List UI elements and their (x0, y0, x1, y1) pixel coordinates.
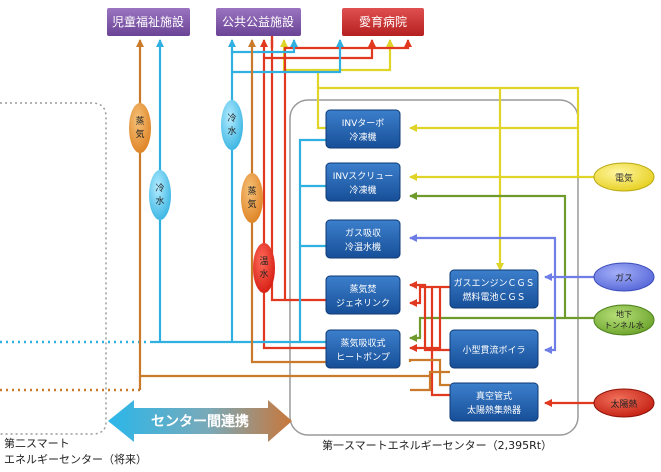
center2-label-line2: エネルギーセンター（将来） (4, 453, 147, 466)
equip-inv-turbo: INVターボ 冷凍機 (325, 109, 401, 149)
svg-text:冷凍機: 冷凍機 (349, 131, 376, 143)
svg-text:蒸: 蒸 (135, 115, 144, 127)
source-gas: ガス (593, 262, 655, 292)
equip-steam-genelink: 蒸気焚 ジェネリンク (325, 275, 401, 315)
svg-text:トンネル水: トンネル水 (604, 320, 644, 330)
source-solar-heat: 太陽熱 (593, 388, 655, 418)
svg-text:センター間連携: センター間連携 (151, 413, 249, 430)
svg-text:蒸気吸収式: 蒸気吸収式 (340, 337, 385, 349)
svg-text:真空管式: 真空管式 (476, 390, 512, 402)
facility-hospital: 愛育病院 (342, 8, 424, 36)
svg-text:蒸気焚: 蒸気焚 (349, 283, 376, 295)
center2-frame (0, 102, 107, 435)
svg-text:小型貫流ボイラ: 小型貫流ボイラ (462, 344, 525, 356)
svg-text:水: 水 (259, 268, 268, 280)
svg-text:水: 水 (227, 125, 236, 137)
svg-text:ガス吸収: ガス吸収 (345, 227, 381, 239)
svg-text:ガス: ガス (615, 273, 633, 284)
facility-public: 公共公益施設 (216, 8, 301, 36)
label-steam-left: 蒸 気 (129, 103, 151, 153)
svg-text:蒸: 蒸 (247, 185, 256, 197)
svg-text:冷: 冷 (227, 112, 236, 124)
facility-children-label: 児童福祉施設 (112, 14, 184, 29)
tunnel-water-lines (409, 192, 610, 342)
center1-frame (289, 99, 579, 436)
label-cold-mid: 冷 水 (221, 100, 243, 150)
svg-text:INVターボ: INVターボ (342, 118, 385, 129)
svg-text:冷: 冷 (155, 182, 164, 194)
svg-text:気: 気 (135, 128, 144, 140)
center-link-banner: センター間連携 (108, 400, 292, 442)
svg-text:電気: 電気 (615, 172, 633, 184)
equip-steam-heatpump: 蒸気吸収式 ヒートポンプ (325, 329, 401, 369)
svg-text:ジェネリンク: ジェネリンク (336, 298, 390, 309)
source-electricity: 電気 (593, 162, 655, 192)
label-cold-left: 冷 水 (149, 170, 171, 220)
svg-text:太陽熱集熱器: 太陽熱集熱器 (467, 404, 521, 416)
equip-boiler: 小型貫流ボイラ (449, 329, 539, 369)
svg-text:冷温水機: 冷温水機 (345, 241, 381, 253)
center2-label-line1: 第二スマート (4, 436, 70, 450)
equip-inv-screw: INVスクリュー 冷凍機 (325, 162, 401, 202)
facility-public-label: 公共公益施設 (222, 14, 294, 29)
facility-children: 児童福祉施設 (107, 8, 190, 36)
equip-gas-cgs: ガスエンジンＣＧＳ 燃料電池ＣＧＳ (449, 269, 539, 309)
equip-solar-collector: 真空管式 太陽熱集熱器 (449, 382, 539, 422)
svg-text:燃料電池ＣＧＳ: 燃料電池ＣＧＳ (462, 291, 525, 303)
steam-lines (136, 39, 450, 392)
svg-text:温: 温 (259, 256, 268, 267)
svg-text:INVスクリュー: INVスクリュー (333, 171, 394, 182)
svg-text:ヒートポンプ: ヒートポンプ (336, 352, 390, 363)
center1-label: 第一スマートエネルギーセンター（2,395Rt） (322, 438, 552, 452)
equip-gas-absorption: ガス吸収 冷温水機 (325, 219, 401, 259)
svg-text:ガスエンジンＣＧＳ: ガスエンジンＣＧＳ (453, 278, 534, 289)
facility-hospital-label: 愛育病院 (359, 14, 407, 29)
svg-text:気: 気 (247, 198, 256, 210)
svg-text:水: 水 (155, 195, 164, 207)
source-tunnel-water: 地下 トンネル水 (593, 304, 655, 336)
svg-text:太陽熱: 太陽熱 (610, 398, 637, 410)
hot-water-lines (260, 24, 450, 397)
svg-text:冷凍機: 冷凍機 (349, 184, 376, 196)
label-hot-mid: 温 水 (253, 243, 275, 293)
svg-text:地下: 地下 (616, 309, 632, 319)
label-steam-mid: 蒸 気 (241, 173, 263, 223)
